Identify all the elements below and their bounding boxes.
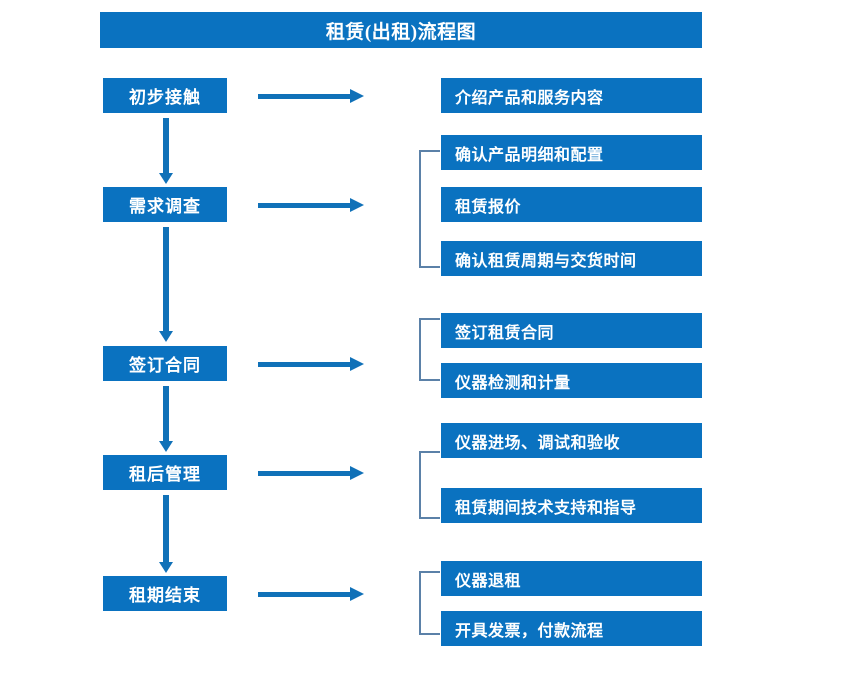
detail-box-7[interactable]: 仪器进场、调试和验收 <box>441 423 702 458</box>
vertical-arrow-1 <box>159 118 173 184</box>
horizontal-arrow-3 <box>258 357 364 371</box>
detail-box-8[interactable]: 租赁期间技术支持和指导 <box>441 488 702 523</box>
page-title: 租赁(出租)流程图 <box>100 12 702 48</box>
horizontal-arrow-5 <box>258 587 364 601</box>
vertical-arrow-2 <box>159 227 173 342</box>
detail-box-9[interactable]: 仪器退租 <box>441 561 702 596</box>
detail-box-4[interactable]: 确认租赁周期与交货时间 <box>441 241 702 276</box>
vertical-arrow-4 <box>159 495 173 573</box>
group-bracket-3 <box>419 451 440 519</box>
stage-box-2[interactable]: 需求调查 <box>103 187 227 222</box>
group-bracket-2 <box>419 318 440 381</box>
group-bracket-4 <box>419 571 440 635</box>
horizontal-arrow-2 <box>258 198 364 212</box>
stage-box-3[interactable]: 签订合同 <box>103 346 227 381</box>
horizontal-arrow-4 <box>258 466 364 480</box>
detail-box-10[interactable]: 开具发票，付款流程 <box>441 611 702 646</box>
detail-box-3[interactable]: 租赁报价 <box>441 187 702 222</box>
stage-box-4[interactable]: 租后管理 <box>103 455 227 490</box>
stage-box-1[interactable]: 初步接触 <box>103 78 227 113</box>
detail-box-1[interactable]: 介绍产品和服务内容 <box>441 78 702 113</box>
vertical-arrow-3 <box>159 386 173 452</box>
stage-box-5[interactable]: 租期结束 <box>103 576 227 611</box>
detail-box-5[interactable]: 签订租赁合同 <box>441 313 702 348</box>
detail-box-2[interactable]: 确认产品明细和配置 <box>441 135 702 170</box>
horizontal-arrow-1 <box>258 89 364 103</box>
detail-box-6[interactable]: 仪器检测和计量 <box>441 363 702 398</box>
group-bracket-1 <box>419 150 440 268</box>
